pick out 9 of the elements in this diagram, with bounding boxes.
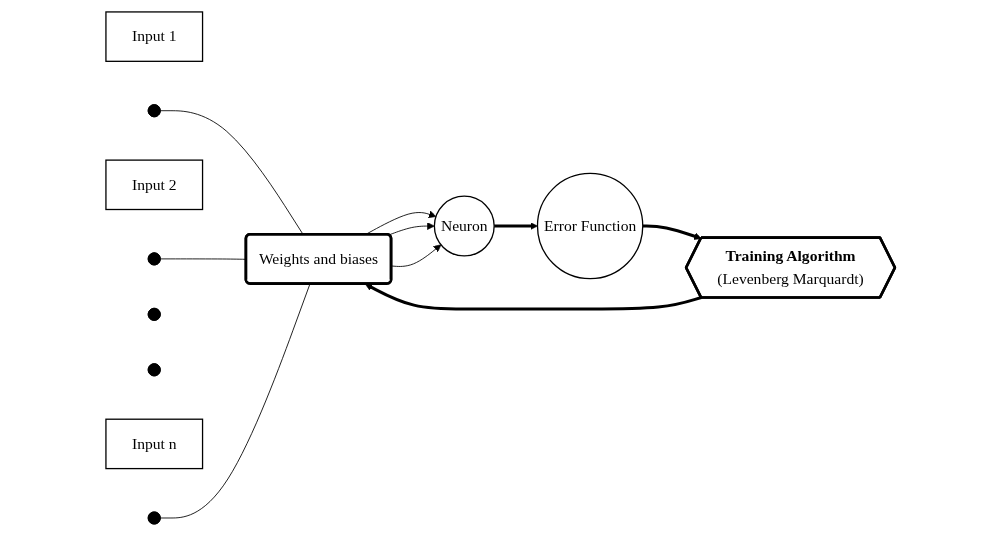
arrow <box>365 283 702 311</box>
node-box: Input n <box>105 418 204 470</box>
node-box: Input 2 <box>105 159 204 211</box>
arrow <box>642 224 702 240</box>
node-circle: Neuron <box>433 195 495 257</box>
arrow <box>494 222 538 230</box>
node-box: Input 1 <box>105 11 204 62</box>
node-circle: Error Function <box>536 172 644 280</box>
connector <box>159 283 311 519</box>
